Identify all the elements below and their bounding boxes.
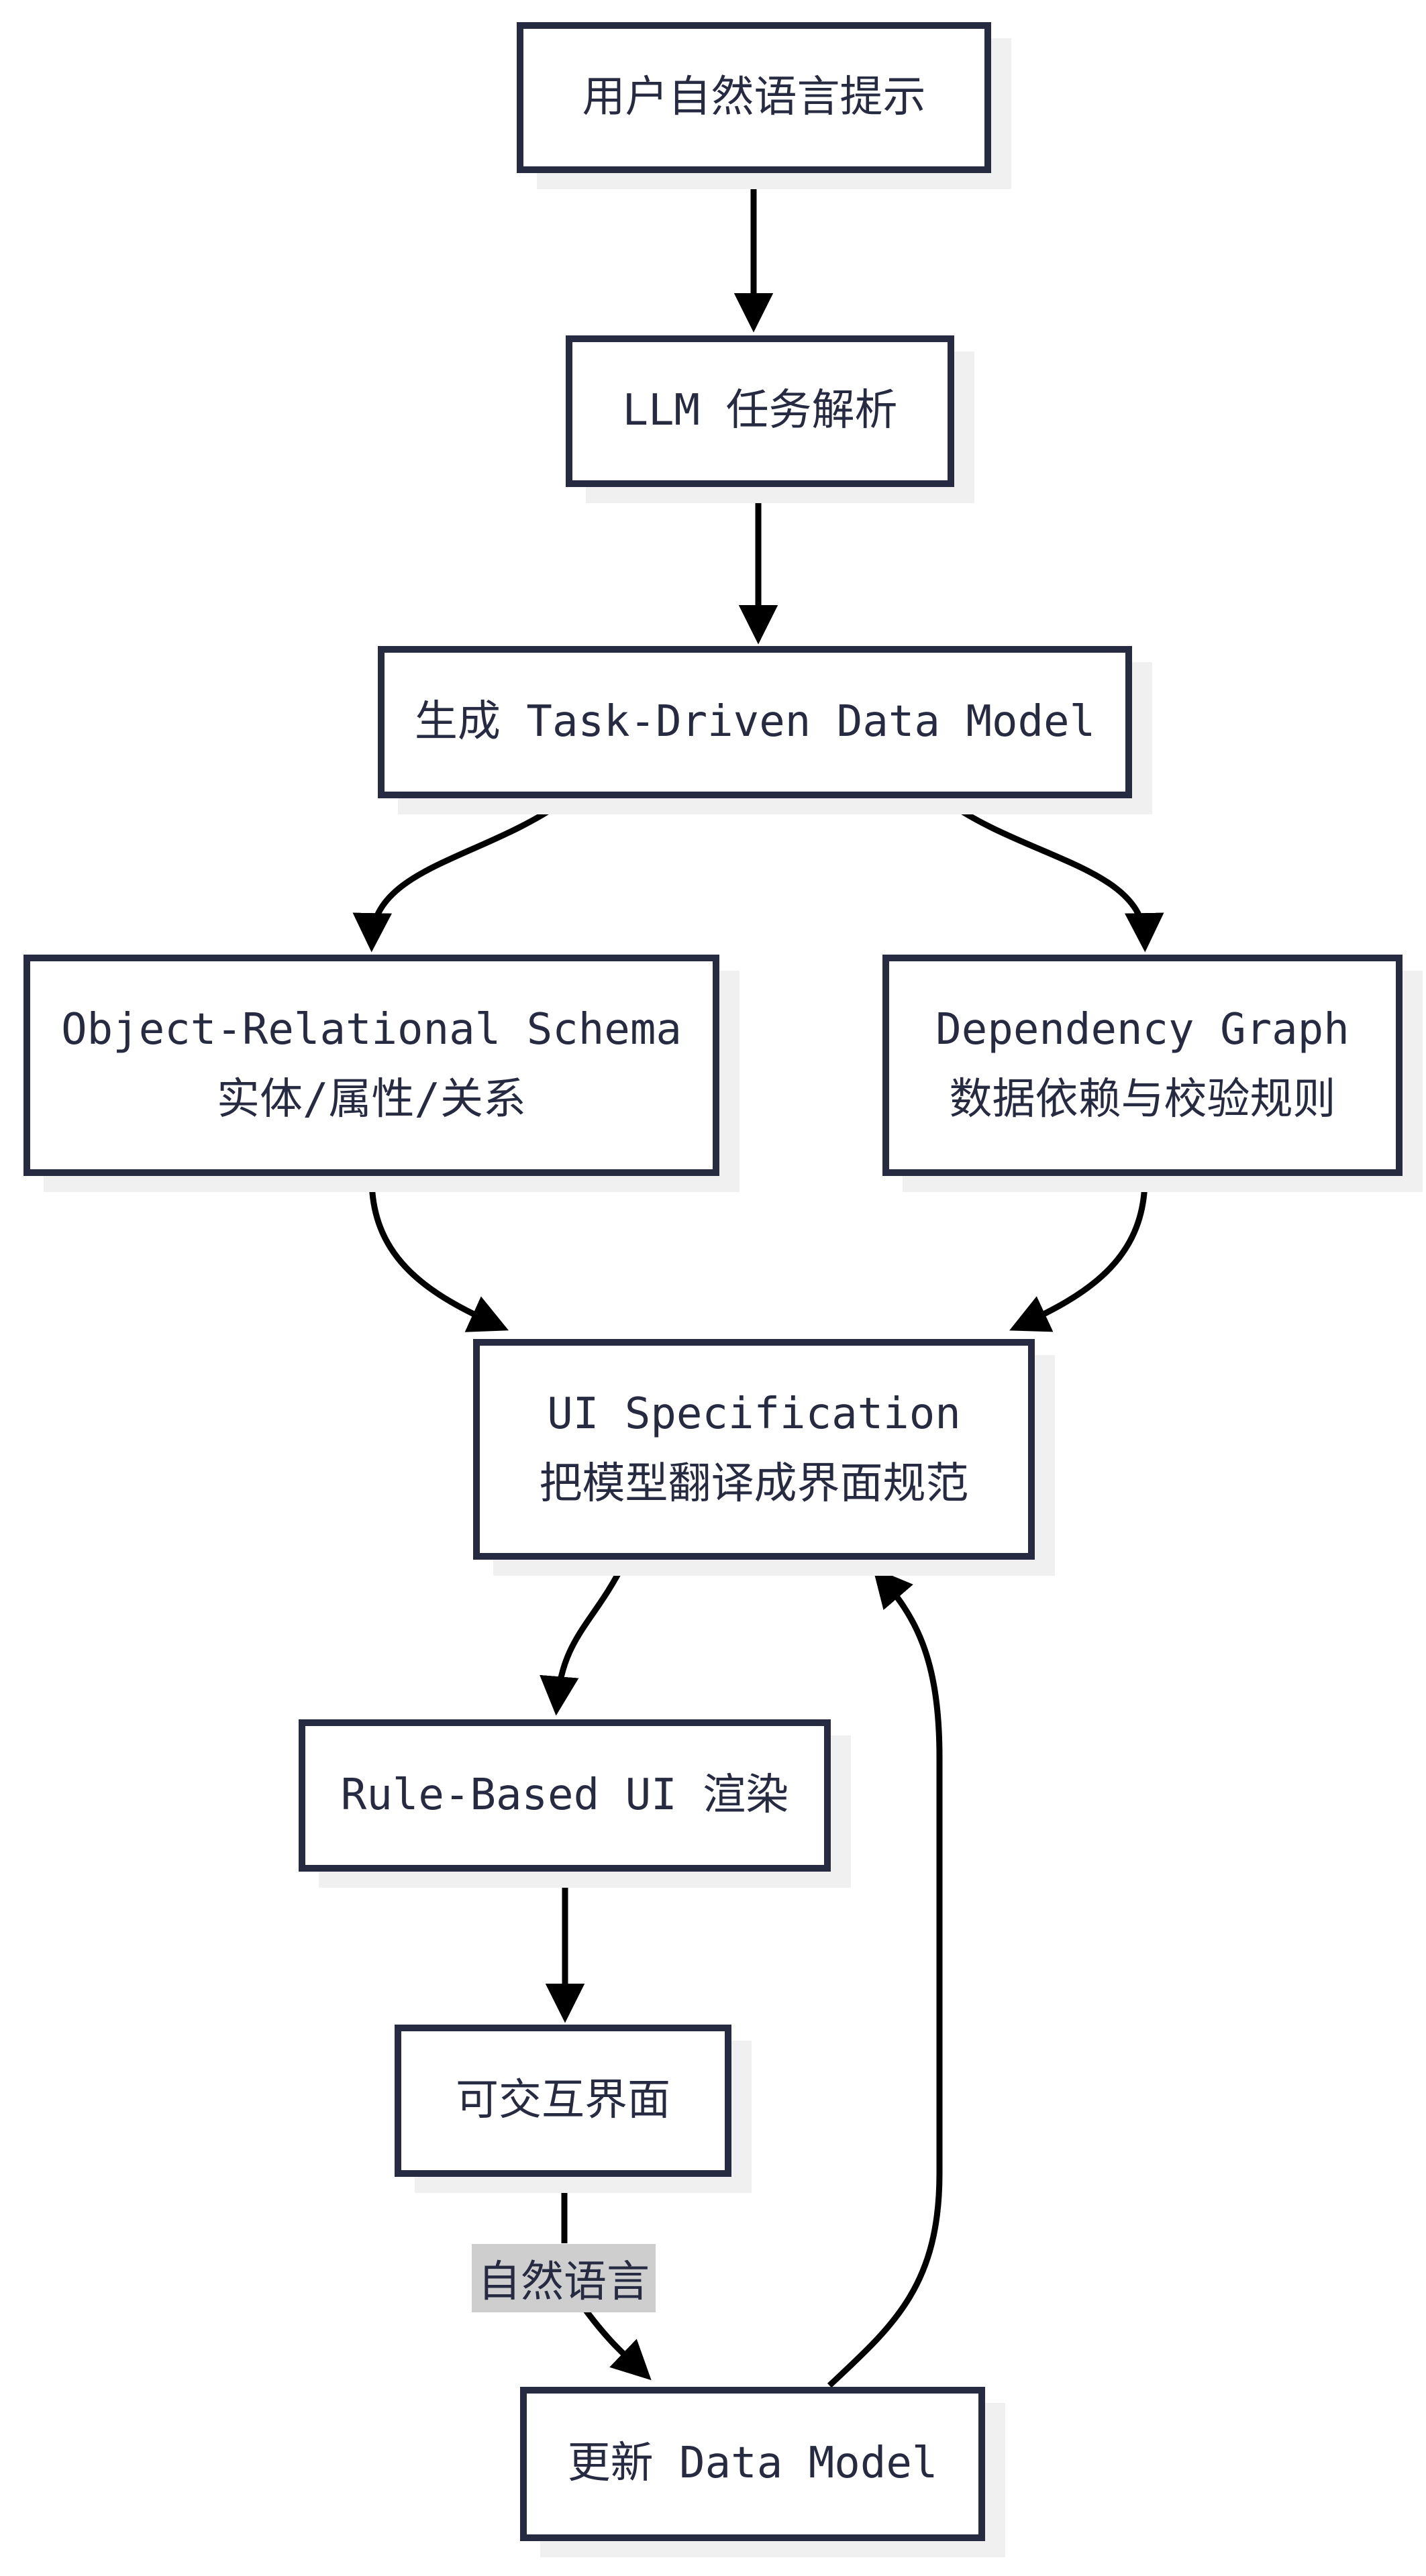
node-llm-task-parse: LLM 任务解析: [566, 335, 954, 487]
node-dependency-graph-line2: 数据依赖与校验规则: [949, 1075, 1336, 1124]
node-ui-specification: UI Specification 把模型翻译成界面规范: [473, 1339, 1035, 1560]
node-llm-task-parse-label: LLM 任务解析: [622, 386, 898, 436]
node-update-data-model-label: 更新 Data Model: [567, 2438, 938, 2489]
node-object-relational-schema-line2: 实体/属性/关系: [216, 1075, 527, 1124]
node-rule-based-ui-render: Rule-Based UI 渲染: [299, 1719, 831, 1872]
node-gen-task-driven-data-model-label: 生成 Task-Driven Data Model: [414, 696, 1096, 747]
node-dependency-graph-line1: Dependency Graph: [935, 1005, 1349, 1055]
node-interactive-ui-label: 可交互界面: [456, 2075, 670, 2125]
node-object-relational-schema: Object-Relational Schema 实体/属性/关系: [23, 955, 719, 1176]
edge-gen-model-to-dep-graph: [944, 798, 1164, 953]
node-update-data-model: 更新 Data Model: [520, 2387, 985, 2541]
edge-schema-to-ui-spec: [368, 1178, 509, 1332]
node-object-relational-schema-line1: Object-Relational Schema: [61, 1005, 682, 1055]
node-rule-based-ui-render-label: Rule-Based UI 渲染: [340, 1770, 789, 1820]
edge-gen-model-to-schema: [352, 798, 566, 953]
edge-label-natural-language: 自然语言: [472, 2244, 656, 2312]
node-interactive-ui: 可交互界面: [395, 2025, 731, 2177]
edge-dep-graph-to-ui-spec: [1009, 1178, 1148, 1332]
edge-update-model-to-ui-spec: [827, 1567, 943, 2388]
node-ui-specification-line1: UI Specification: [547, 1389, 961, 1439]
node-gen-task-driven-data-model: 生成 Task-Driven Data Model: [378, 646, 1132, 798]
edge-label-to-update-model: [581, 2306, 652, 2381]
edge-ui-spec-to-rule-render: [540, 1561, 627, 1716]
node-ui-specification-line2: 把模型翻译成界面规范: [539, 1458, 969, 1509]
node-dependency-graph: Dependency Graph 数据依赖与校验规则: [882, 955, 1403, 1176]
node-user-prompt: 用户自然语言提示: [517, 22, 991, 173]
node-user-prompt-label: 用户自然语言提示: [582, 72, 926, 122]
